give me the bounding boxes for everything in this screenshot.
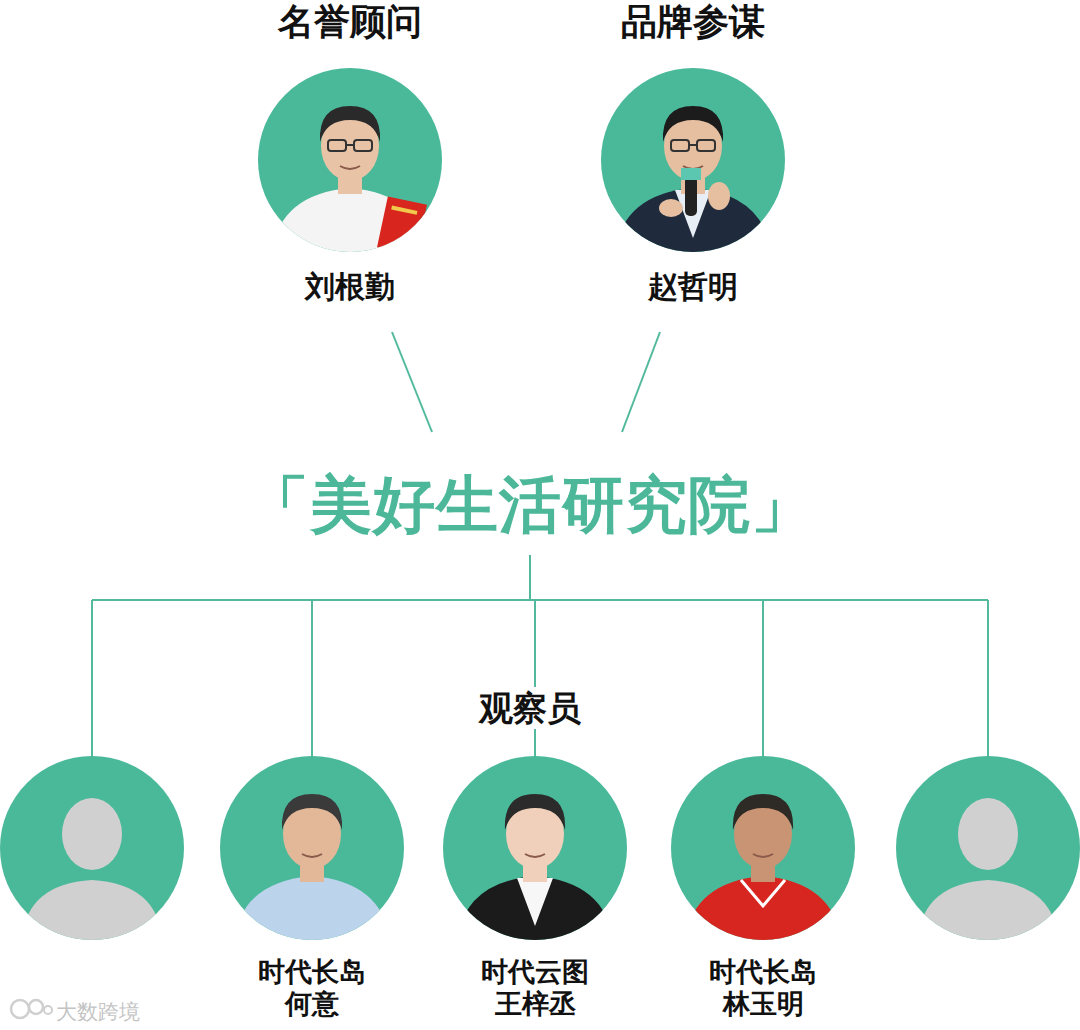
connector-line (392, 332, 432, 432)
advisor-node: 品牌参谋赵哲明 (533, 0, 853, 332)
empty-avatar (0, 756, 184, 940)
branch-tick (91, 600, 93, 756)
portrait (601, 68, 785, 252)
avatar-silhouette (0, 756, 184, 940)
person-name: 赵哲明 (533, 269, 853, 305)
person-name: 何意 (192, 988, 432, 1020)
role-heading: 名誉顾问 (190, 0, 510, 44)
portrait (258, 68, 442, 252)
role-heading: 品牌参谋 (533, 0, 853, 44)
avatar-silhouette (896, 756, 1080, 940)
avatar-circle (601, 68, 785, 252)
portrait (443, 756, 627, 940)
observer-node: 时代长岛林玉明 (643, 756, 883, 1020)
observer-node: 时代云图王梓丞 (415, 756, 655, 1020)
institute-title: 「美好生活研究院」 (190, 432, 870, 555)
person-name: 林玉明 (643, 988, 883, 1020)
branch-tick (987, 600, 989, 756)
portrait (671, 756, 855, 940)
advisor-node: 名誉顾问刘根勤 (190, 0, 510, 332)
avatar-circle (443, 756, 627, 940)
watermark-logo (8, 994, 54, 1024)
avatar-circle (220, 756, 404, 940)
empty-avatar (896, 756, 1080, 940)
portrait (220, 756, 404, 940)
group-label: 观察员 (471, 687, 589, 729)
watermark: 大数跨境 (56, 999, 140, 1025)
person-name: 王梓丞 (415, 988, 655, 1020)
observer-node: 时代长岛何意 (192, 756, 432, 1020)
institute-name: 「美好生活研究院」 (190, 468, 870, 542)
person-name: 刘根勤 (190, 269, 510, 305)
company-name: 时代长岛 (643, 956, 883, 988)
avatar-circle (671, 756, 855, 940)
company-name: 时代长岛 (192, 956, 432, 988)
connector-line (622, 332, 660, 432)
avatar-circle (258, 68, 442, 252)
company-name: 时代云图 (415, 956, 655, 988)
